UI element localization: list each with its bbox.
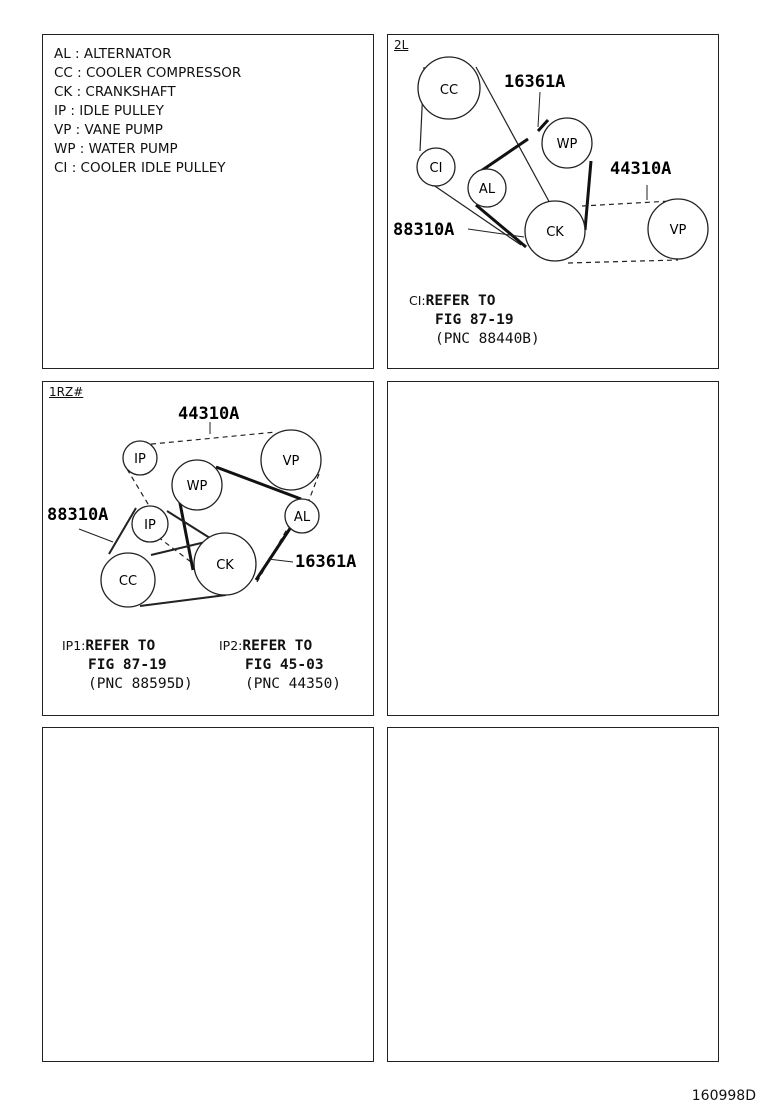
empty-panel — [387, 727, 719, 1062]
pulley-wp: WP — [541, 117, 593, 169]
svg-text:CK: CK — [216, 558, 234, 573]
svg-text:WP: WP — [187, 479, 208, 494]
figure-id: 160998D — [691, 1088, 756, 1104]
part-number-44310a: 44310A — [178, 404, 239, 424]
part-number-44310a: 44310A — [610, 159, 671, 179]
part-number-16361a: 16361A — [504, 72, 565, 92]
engine-tag-2l: 2L — [394, 38, 409, 52]
part-number-88310a: 88310A — [393, 220, 454, 240]
pulley-ip-top: IP — [122, 440, 158, 476]
belt-diagram-1rz: IP VP WP IP AL CK CC — [47, 404, 356, 608]
ip1-reference-note: IP1:REFER TO FIG 87-19 (PNC 88595D) — [62, 638, 193, 692]
pulley-ci: CI — [416, 147, 456, 187]
svg-text:VP: VP — [670, 223, 687, 238]
svg-text:IP: IP — [134, 452, 146, 467]
pulley-ip-mid: IP — [131, 505, 169, 543]
svg-text:AL: AL — [479, 182, 496, 197]
pulley-cc: CC — [417, 56, 481, 120]
pulley-ck: CK — [524, 200, 586, 262]
abbreviation-legend: AL : ALTERNATOR CC : COOLER COMPRESSOR C… — [54, 45, 241, 178]
svg-text:IP: IP — [144, 518, 156, 533]
legend-item: CC : COOLER COMPRESSOR — [54, 65, 242, 81]
pulley-al: AL — [467, 168, 507, 208]
svg-text:WP: WP — [557, 137, 578, 152]
panel-1rz: 1RZ# IP VP — [42, 381, 374, 716]
pulley-cc: CC — [100, 552, 156, 608]
panel-2l: 2L CC WP CI — [387, 34, 719, 369]
legend-item: AL : ALTERNATOR — [54, 46, 172, 62]
legend-item: IP : IDLE PULLEY — [54, 103, 164, 119]
empty-panel — [387, 381, 719, 716]
pulley-vp: VP — [647, 198, 709, 260]
svg-text:CK: CK — [546, 225, 564, 240]
belt-wp-vp-al-ck — [177, 465, 302, 581]
leader-lines-2l — [467, 91, 648, 238]
legend-item: WP : WATER PUMP — [54, 141, 178, 157]
empty-panel — [42, 727, 374, 1062]
legend-item: CI : COOLER IDLE PULLEY — [54, 160, 226, 176]
svg-text:CI: CI — [430, 161, 443, 176]
engine-tag-1rz: 1RZ# — [49, 385, 84, 399]
ip2-reference-note: IP2:REFER TO FIG 45-03 (PNC 44350) — [219, 638, 342, 692]
ci-reference-note: CI:REFER TO FIG 87-19 (PNC 88440B) — [409, 293, 540, 347]
belt-ck-vp — [567, 200, 679, 264]
svg-text:VP: VP — [283, 454, 300, 469]
legend-item: CK : CRANKSHAFT — [54, 84, 176, 100]
leader-lines-1rz — [78, 422, 294, 563]
svg-text:CC: CC — [440, 83, 458, 98]
svg-text:CC: CC — [119, 574, 137, 589]
pulley-ck: CK — [193, 532, 257, 596]
pulley-vp: VP — [260, 429, 322, 491]
svg-text:AL: AL — [294, 510, 311, 525]
belt-wp-al-ck — [475, 118, 593, 249]
belt-diagram-2l: CC WP CI AL CK VP 16361A 44310A — [393, 56, 709, 264]
part-number-16361a: 16361A — [295, 552, 356, 572]
pulley-al: AL — [284, 498, 320, 534]
legend-panel: AL : ALTERNATOR CC : COOLER COMPRESSOR C… — [42, 34, 374, 369]
pulley-wp: WP — [171, 459, 223, 511]
legend-item: VP : VANE PUMP — [54, 122, 163, 138]
part-number-88310a: 88310A — [47, 505, 108, 525]
